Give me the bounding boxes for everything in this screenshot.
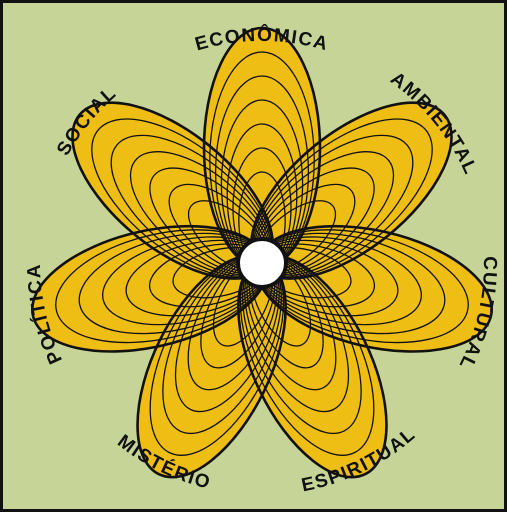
center-circle bbox=[238, 239, 286, 287]
